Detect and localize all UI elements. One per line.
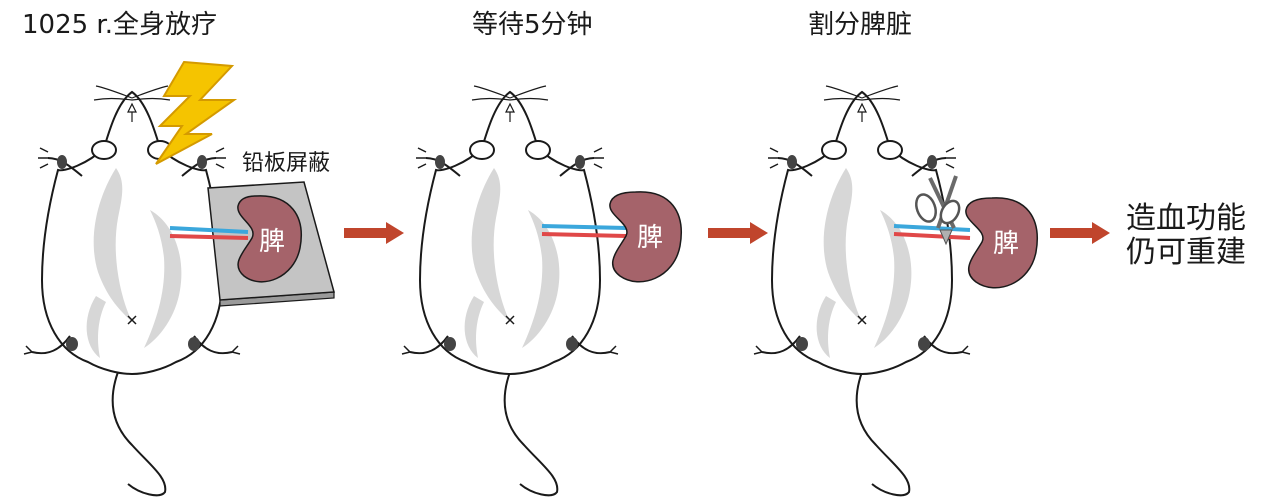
- panel-splenectomy: 脾: [753, 85, 1038, 497]
- step-2-title: 等待5分钟: [472, 10, 593, 40]
- spleen-label: 脾: [993, 229, 1019, 259]
- spleen-label: 脾: [259, 227, 285, 257]
- blood-vessels: [893, 224, 971, 240]
- step-1-title: 1025 r.全身放疗: [22, 10, 218, 40]
- arrow-right-icon: [1050, 222, 1110, 244]
- spleen: [609, 191, 682, 283]
- spleen-label: 脾: [637, 223, 663, 253]
- result-text: 造血功能 仍可重建: [1126, 202, 1246, 270]
- result-line-1: 造血功能: [1126, 201, 1246, 236]
- arrow-right-icon: [344, 222, 404, 244]
- blood-vessels: [541, 224, 627, 238]
- step-3-title: 割分脾脏: [808, 10, 913, 40]
- shield-label: 铅板屏蔽: [242, 151, 330, 176]
- lightning-bolt-icon: [155, 60, 238, 165]
- panel-wait: 脾: [401, 85, 682, 497]
- scissors-icon: [915, 175, 961, 246]
- result-line-2: 仍可重建: [1126, 235, 1246, 270]
- spleen: [965, 197, 1038, 289]
- mouse-body: [23, 85, 241, 497]
- mouse-body: [753, 85, 971, 497]
- panel-irradiation: 脾 铅板屏蔽: [23, 60, 335, 497]
- mouse-body: [401, 85, 619, 497]
- arrow-right-icon: [708, 222, 768, 244]
- spleen: [237, 195, 302, 283]
- blood-vessels: [169, 226, 249, 240]
